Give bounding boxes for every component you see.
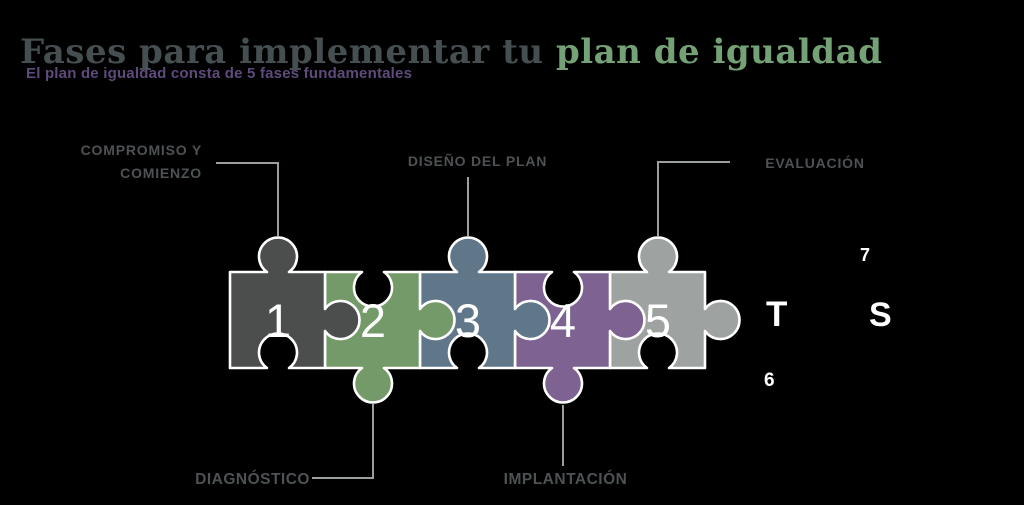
fragment-letter-t: T — [766, 295, 788, 334]
piece-number-5: 5 — [645, 294, 671, 347]
puzzle-piece-4 — [513, 270, 646, 404]
piece-number-1: 1 — [265, 294, 291, 347]
page-title-prefix: Fases para implementar tu — [20, 31, 556, 72]
page-title-accent: plan de igualdad — [555, 31, 883, 72]
piece-number-3: 3 — [455, 294, 481, 347]
piece-number-4: 4 — [550, 294, 576, 347]
page-title: Fases para implementar tu plan de iguald… — [20, 31, 1010, 73]
phase-label-diagnostico: DIAGNÓSTICO — [195, 471, 310, 488]
fragment-letter-s: S — [869, 296, 892, 334]
fragment-digit-6: 6 — [764, 370, 775, 391]
page-subtitle: El plan de igualdad consta de 5 fases fu… — [26, 65, 413, 82]
connector-line-diagnostico — [312, 404, 374, 479]
connector-line-compromiso — [216, 162, 279, 236]
phase-label-implantacion: IMPLANTACIÓN — [503, 471, 628, 488]
puzzle-piece-5 — [608, 236, 741, 370]
fragment-digit-7: 7 — [860, 245, 871, 265]
connector-line-evaluacion — [657, 161, 730, 236]
puzzle-piece-3 — [418, 236, 551, 370]
phase-label-diseno-del-plan: DISEÑO DEL PLAN — [407, 153, 548, 169]
puzzle-piece-1 — [228, 236, 361, 370]
phase-label-compromiso-y-comienzo: COMPROMISO Y COMIENZO — [80, 142, 202, 181]
phase-label-evaluacion: EVALUACIÓN — [765, 155, 865, 171]
piece-number-2: 2 — [360, 294, 386, 347]
puzzle-piece-2 — [323, 270, 456, 404]
